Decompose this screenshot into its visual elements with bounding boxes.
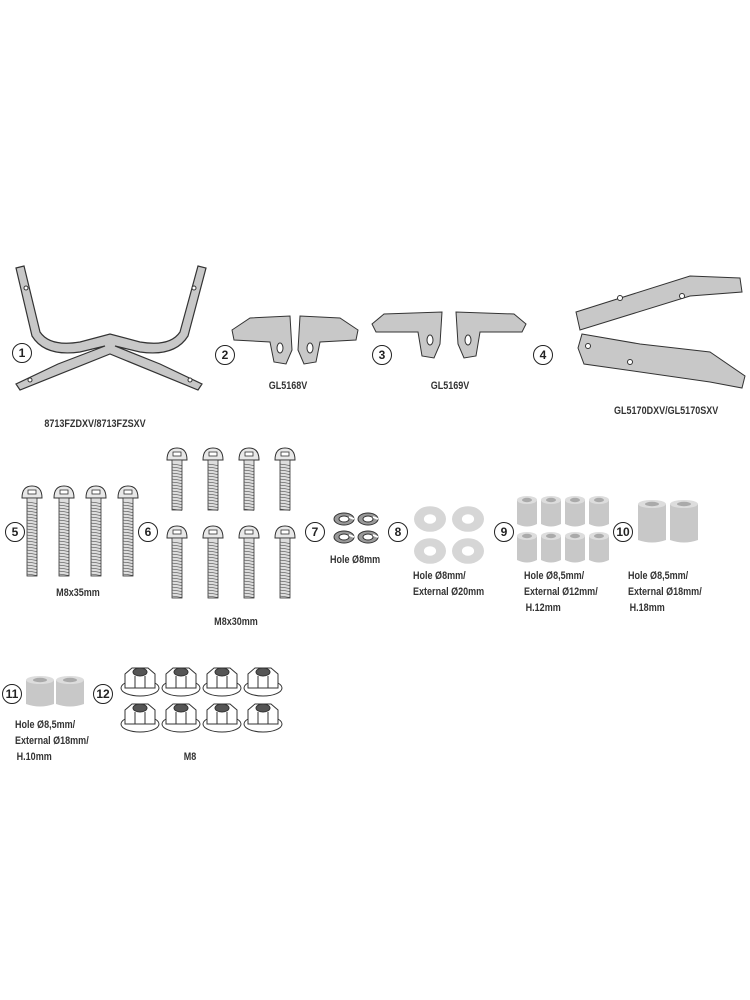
washer-icon (452, 506, 484, 532)
part-11-line: H.10mm (16, 751, 52, 763)
bolt-icon (21, 485, 43, 577)
bolt-icon (166, 447, 188, 511)
spacer-icon (589, 496, 609, 527)
spacer-icon (26, 676, 54, 707)
part-1-number: 1 (12, 343, 32, 363)
part-4-code: GL5170DXV/GL5170SXV (614, 405, 719, 417)
spacer-icon (56, 676, 84, 707)
part-11-spacers (26, 676, 84, 707)
part-12-label: M8 (183, 751, 197, 763)
part-5-bolts (21, 485, 139, 577)
spacer-icon (638, 500, 666, 543)
bolt-icon (202, 447, 224, 511)
part-4-number: 4 (533, 345, 553, 365)
flange-nut-icon (161, 667, 201, 697)
part-11-number: 11 (2, 684, 22, 704)
part-8-line: Hole Ø8mm/ (413, 570, 466, 582)
part-5-label: M8x35mm (56, 587, 100, 599)
spring-washer-icon (357, 512, 379, 526)
part-8-number: 8 (388, 522, 408, 542)
part-11-label: Hole Ø8,5mm/ External Ø18mm/ H.10mm (15, 717, 89, 765)
part-4-bars (575, 275, 746, 389)
part-11-line: Hole Ø8,5mm/ (15, 719, 76, 731)
part-9-label: Hole Ø8,5mm/ External Ø12mm/ H.12mm (524, 568, 598, 616)
part-3-brackets (371, 311, 527, 359)
spring-washer-icon (333, 512, 355, 526)
bolt-icon (53, 485, 75, 577)
spacer-icon (565, 532, 585, 563)
part-10-spacers (638, 500, 698, 543)
part-9-spacers (517, 496, 609, 563)
flange-nut-icon (243, 703, 283, 733)
flange-nut-icon (120, 703, 160, 733)
flange-nut-icon (202, 667, 242, 697)
bolt-icon (274, 447, 296, 511)
part-9-line: External Ø12mm/ (524, 586, 598, 598)
part-12-number: 12 (93, 684, 113, 704)
flange-nut-icon (120, 667, 160, 697)
spacer-icon (541, 532, 561, 563)
part-2-code: GL5168V (268, 380, 308, 392)
bolt-icon (85, 485, 107, 577)
part-1-frame (15, 265, 207, 391)
part-3-number: 3 (372, 345, 392, 365)
flange-nut-icon (161, 703, 201, 733)
part-9-line: H.12mm (525, 602, 561, 614)
spacer-icon (541, 496, 561, 527)
part-6-label: M8x30mm (214, 616, 258, 628)
spacer-icon (517, 496, 537, 527)
part-12-nuts (120, 667, 283, 733)
spring-washer-icon (357, 530, 379, 544)
washer-icon (452, 538, 484, 564)
part-6-bolts (166, 447, 296, 599)
part-5-number: 5 (5, 522, 25, 542)
part-10-label: Hole Ø8,5mm/ External Ø18mm/ H.18mm (628, 568, 702, 616)
spacer-icon (517, 532, 537, 563)
part-1-code: 8713FZDXV/8713FZSXV (44, 418, 146, 430)
part-7-number: 7 (305, 522, 325, 542)
part-10-line: H.18mm (629, 602, 665, 614)
part-10-line: Hole Ø8,5mm/ (628, 570, 689, 582)
part-10-number: 10 (613, 522, 633, 542)
part-9-line: Hole Ø8,5mm/ (524, 570, 585, 582)
spacer-icon (670, 500, 698, 543)
part-8-label: Hole Ø8mm/ External Ø20mm (413, 568, 484, 600)
bolt-icon (238, 525, 260, 599)
flange-nut-icon (202, 703, 242, 733)
part-9-number: 9 (494, 522, 514, 542)
part-2-brackets (231, 315, 359, 365)
part-8-line: External Ø20mm (413, 586, 485, 598)
part-7-label: Hole Ø8mm (330, 554, 381, 566)
washer-icon (414, 538, 446, 564)
bolt-icon (238, 447, 260, 511)
part-3-code: GL5169V (430, 380, 470, 392)
part-8-flat-washers (414, 506, 484, 564)
spacer-icon (589, 532, 609, 563)
part-11-line: External Ø18mm/ (15, 735, 89, 747)
bolt-icon (202, 525, 224, 599)
part-7-spring-washers (333, 512, 379, 544)
bolt-icon (117, 485, 139, 577)
part-10-line: External Ø18mm/ (628, 586, 702, 598)
part-2-number: 2 (215, 345, 235, 365)
spring-washer-icon (333, 530, 355, 544)
part-6-number: 6 (138, 522, 158, 542)
spacer-icon (565, 496, 585, 527)
bolt-icon (166, 525, 188, 599)
bolt-icon (274, 525, 296, 599)
flange-nut-icon (243, 667, 283, 697)
washer-icon (414, 506, 446, 532)
